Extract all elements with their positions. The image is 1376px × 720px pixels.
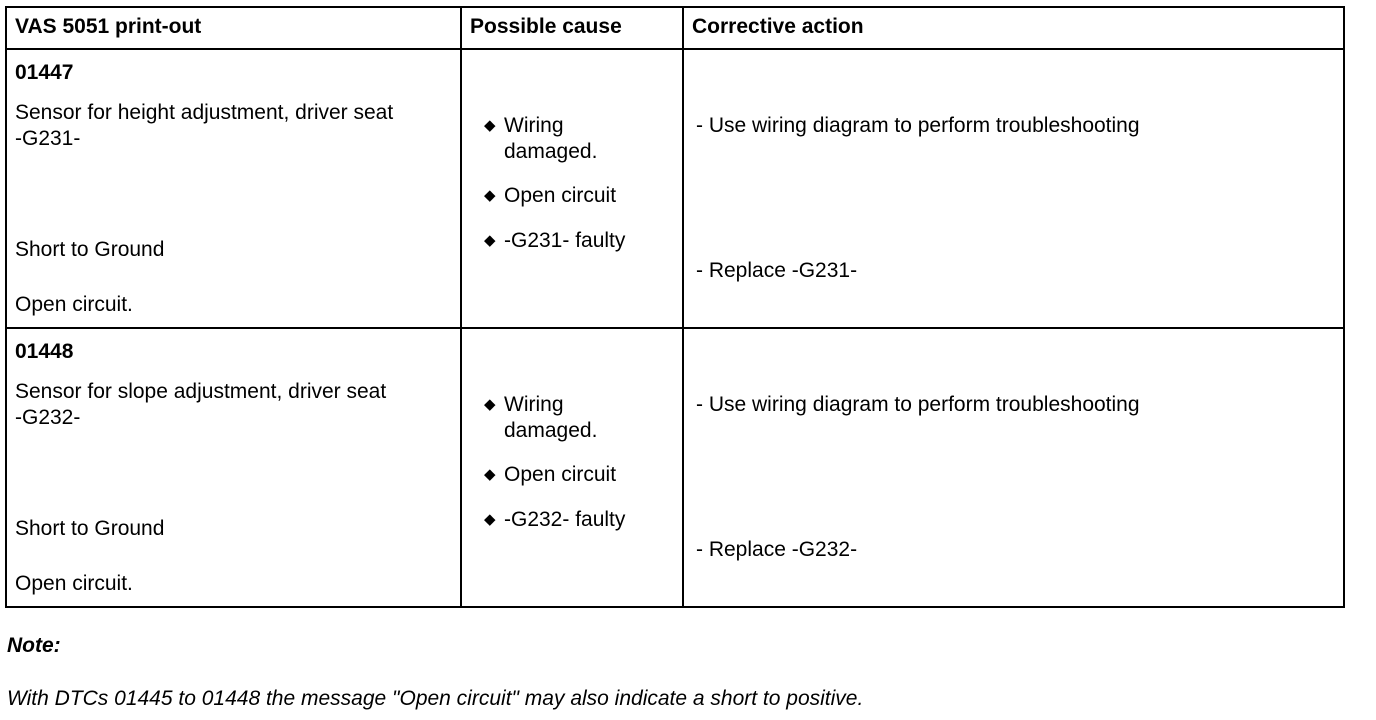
cause-text: Open circuit bbox=[504, 463, 617, 486]
diamond-bullet-icon: ◆ bbox=[484, 511, 496, 528]
header-possible-cause: Possible cause bbox=[460, 6, 684, 50]
diamond-bullet-icon: ◆ bbox=[484, 117, 496, 134]
note-title: Note: bbox=[7, 634, 61, 657]
printout-cell: 01448 Sensor for slope adjustment, drive… bbox=[5, 327, 462, 608]
cause-text: Wiring bbox=[504, 114, 564, 137]
cause-cell: ◆ Wiring damaged. ◆ Open circuit ◆ -G232… bbox=[460, 327, 684, 608]
component-name: Sensor for height adjustment, driver sea… bbox=[15, 101, 394, 124]
fault-type: Open circuit. bbox=[15, 293, 133, 316]
cause-text: Open circuit bbox=[504, 184, 617, 207]
diamond-bullet-icon: ◆ bbox=[484, 187, 496, 204]
cause-text: -G232- faulty bbox=[504, 508, 626, 531]
cause-item: ◆ Wiring damaged. bbox=[484, 113, 598, 165]
cause-cell: ◆ Wiring damaged. ◆ Open circuit ◆ -G231… bbox=[460, 48, 684, 329]
cause-item: ◆ Wiring damaged. bbox=[484, 392, 598, 444]
action-cell: - Use wiring diagram to perform troubles… bbox=[682, 48, 1345, 329]
dtc-code: 01448 bbox=[15, 340, 74, 363]
component-id: -G232- bbox=[15, 406, 81, 429]
cause-text: Wiring bbox=[504, 393, 564, 416]
fault-type: Short to Ground bbox=[15, 238, 165, 261]
action-text: - Replace -G232- bbox=[696, 538, 858, 561]
dtc-code: 01447 bbox=[15, 61, 74, 84]
action-text: - Use wiring diagram to perform troubles… bbox=[696, 393, 1140, 416]
table-header-row: VAS 5051 print-out Possible cause Correc… bbox=[5, 6, 1345, 50]
table-row: 01448 Sensor for slope adjustment, drive… bbox=[5, 327, 1345, 608]
action-cell: - Use wiring diagram to perform troubles… bbox=[682, 327, 1345, 608]
diamond-bullet-icon: ◆ bbox=[484, 232, 496, 249]
header-printout: VAS 5051 print-out bbox=[5, 6, 462, 50]
table-row: 01447 Sensor for height adjustment, driv… bbox=[5, 48, 1345, 329]
header-corrective-action: Corrective action bbox=[682, 6, 1345, 50]
note-text: With DTCs 01445 to 01448 the message "Op… bbox=[7, 687, 864, 710]
component-name: Sensor for slope adjustment, driver seat bbox=[15, 380, 387, 403]
cause-text: -G231- faulty bbox=[504, 229, 626, 252]
cause-text: damaged. bbox=[504, 140, 598, 163]
dtc-table: VAS 5051 print-out Possible cause Correc… bbox=[5, 6, 1345, 608]
action-text: - Replace -G231- bbox=[696, 259, 858, 282]
cause-item: ◆ -G232- faulty bbox=[484, 507, 626, 533]
cause-item: ◆ Open circuit bbox=[484, 183, 617, 209]
fault-type: Open circuit. bbox=[15, 572, 133, 595]
component-id: -G231- bbox=[15, 127, 81, 150]
cause-item: ◆ Open circuit bbox=[484, 462, 617, 488]
cause-text: damaged. bbox=[504, 419, 598, 442]
diamond-bullet-icon: ◆ bbox=[484, 396, 496, 413]
printout-cell: 01447 Sensor for height adjustment, driv… bbox=[5, 48, 462, 329]
cause-item: ◆ -G231- faulty bbox=[484, 228, 626, 254]
action-text: - Use wiring diagram to perform troubles… bbox=[696, 114, 1140, 137]
fault-type: Short to Ground bbox=[15, 517, 165, 540]
diamond-bullet-icon: ◆ bbox=[484, 466, 496, 483]
